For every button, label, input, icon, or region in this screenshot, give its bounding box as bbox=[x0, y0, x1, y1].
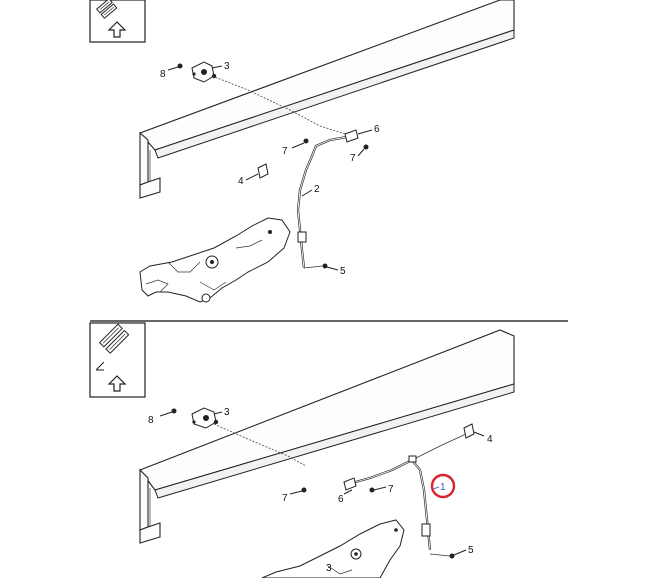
bolt-7b bbox=[369, 487, 375, 493]
frame-rail bbox=[139, 329, 515, 544]
callout-3: 3 bbox=[224, 407, 230, 418]
bolt-7a bbox=[303, 138, 309, 144]
highlight-ring bbox=[430, 473, 456, 499]
clip-6 bbox=[344, 129, 373, 143]
callout-8: 8 bbox=[148, 415, 154, 426]
sensor-bracket bbox=[191, 407, 219, 429]
callout-6: 6 bbox=[338, 494, 344, 505]
wheel-speed-sensor-cable bbox=[296, 134, 353, 269]
axle-housing bbox=[261, 519, 405, 578]
sensor-bracket bbox=[191, 61, 217, 83]
frame-rail bbox=[139, 0, 515, 199]
clip-4 bbox=[245, 163, 269, 181]
bolt-5 bbox=[429, 549, 467, 559]
bolt-7a bbox=[301, 487, 307, 493]
callouts-bottom: 8 3 4 7 6 7 5 3 1 bbox=[148, 407, 493, 574]
wheel-speed-sensor-cable bbox=[347, 433, 467, 551]
bolt-7b bbox=[363, 144, 369, 150]
up-arrow-icon bbox=[107, 375, 127, 392]
callout-5: 5 bbox=[468, 545, 474, 556]
callout-3: 3 bbox=[326, 563, 332, 574]
bolt-8 bbox=[167, 63, 183, 71]
vehicle-orientation-icon bbox=[89, 322, 146, 398]
axle-housing bbox=[139, 217, 291, 303]
bolt-5 bbox=[303, 263, 339, 271]
vehicle-orientation-icon bbox=[89, 0, 146, 43]
callout-4: 4 bbox=[238, 176, 244, 187]
callout-7: 7 bbox=[388, 484, 394, 495]
up-arrow-icon bbox=[107, 21, 127, 38]
callout-8: 8 bbox=[160, 69, 166, 80]
clip-6 bbox=[343, 477, 357, 491]
clip-4 bbox=[463, 423, 485, 439]
callout-7: 7 bbox=[350, 153, 356, 164]
callout-7: 7 bbox=[282, 493, 288, 504]
callout-1: 1 bbox=[440, 482, 446, 493]
callout-4: 4 bbox=[487, 434, 493, 445]
callouts-top: 8 3 6 7 7 4 2 5 bbox=[160, 61, 380, 277]
callout-2: 2 bbox=[314, 184, 320, 195]
top-panel: 8 3 6 7 7 4 2 5 bbox=[89, 0, 515, 303]
bolt-8 bbox=[159, 408, 177, 417]
bottom-panel: 8 3 4 7 6 7 5 3 1 bbox=[89, 322, 515, 578]
highlighted-callout-1[interactable]: 1 bbox=[430, 473, 456, 499]
callout-6: 6 bbox=[374, 124, 380, 135]
callout-5: 5 bbox=[340, 266, 346, 277]
callout-7: 7 bbox=[282, 146, 288, 157]
callout-3: 3 bbox=[224, 61, 230, 72]
